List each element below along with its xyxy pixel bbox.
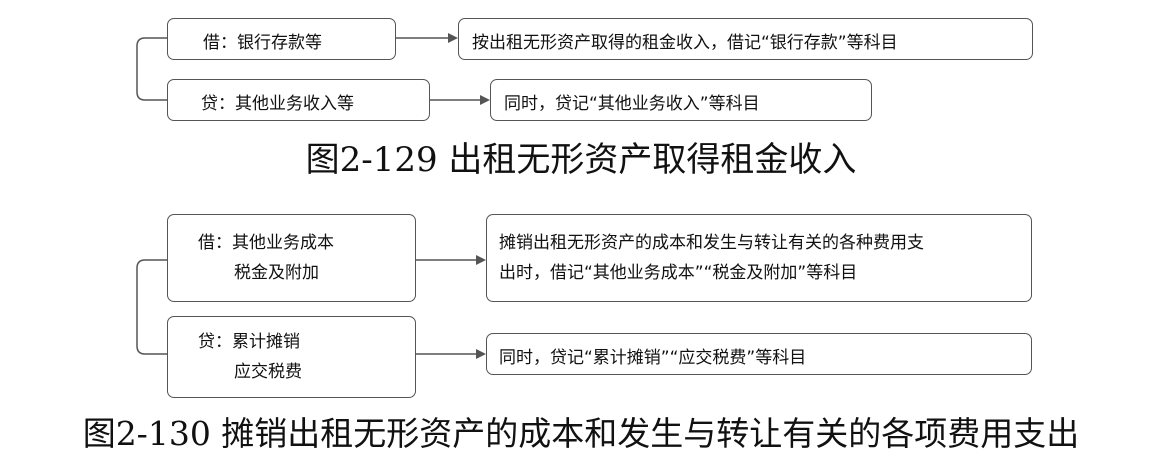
credit-box-130: 贷：累计摊销 应交税费 (167, 316, 416, 398)
debit-note-130-line1: 摊销出租无形资产的成本和发生与转让有关的各种费用支 (499, 233, 924, 253)
credit-note-129: 同时，贷记“其他业务收入”等科目 (504, 94, 760, 114)
debit-box-129: 借：银行存款等 (167, 18, 396, 60)
bracket-connector-130 (136, 259, 167, 355)
debit-note-130-line2: 出时，借记“其他业务成本”“税金及附加”等科目 (499, 263, 858, 283)
credit-note-box-129: 同时，贷记“其他业务收入”等科目 (490, 79, 872, 121)
credit-label-130-line2: 应交税费 (234, 362, 302, 382)
figure-caption-129: 图2-129 出租无形资产取得租金收入 (305, 140, 857, 180)
debit-note-box-129: 按出租无形资产取得的租金收入，借记“银行存款”等科目 (458, 18, 1033, 60)
credit-label-129: 贷：其他业务收入等 (201, 94, 354, 114)
debit-note-box-130: 摊销出租无形资产的成本和发生与转让有关的各种费用支 出时，借记“其他业务成本”“… (486, 214, 1032, 302)
debit-box-130: 借：其他业务成本 税金及附加 (167, 214, 416, 302)
debit-label-129: 借：银行存款等 (203, 33, 322, 53)
figure-caption-130: 图2-130 摊销出租无形资产的成本和发生与转让有关的各项费用支出 (82, 414, 1080, 453)
debit-note-129: 按出租无形资产取得的租金收入，借记“银行存款”等科目 (472, 33, 898, 53)
credit-note-130: 同时，贷记“累计摊销”“应交税费”等科目 (499, 348, 807, 368)
debit-label-130-line1: 借：其他业务成本 (198, 233, 334, 253)
bracket-connector-129 (136, 37, 167, 101)
debit-label-130-line2: 税金及附加 (234, 263, 319, 283)
credit-note-box-130: 同时，贷记“累计摊销”“应交税费”等科目 (486, 333, 1032, 375)
credit-label-130-line1: 贷：累计摊销 (198, 332, 300, 352)
credit-box-129: 贷：其他业务收入等 (167, 79, 430, 121)
